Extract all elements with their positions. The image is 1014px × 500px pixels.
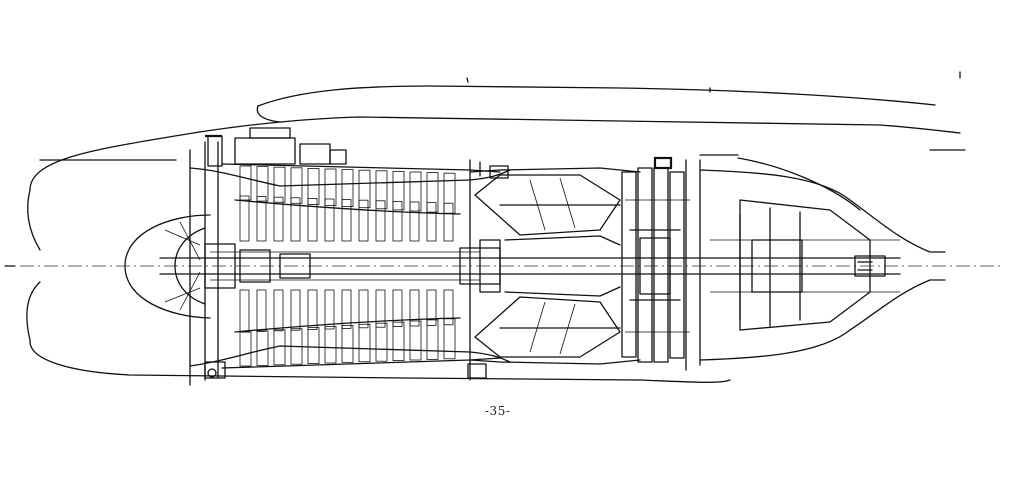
compressor-blade-lower [273, 289, 284, 332]
compressor-blade-upper [358, 199, 369, 242]
compressor-blade-upper [324, 198, 335, 242]
compressor-vane-lower [341, 324, 354, 363]
compressor-blade-lower [375, 289, 386, 328]
compressor-blade-upper [239, 195, 250, 242]
compressor-stages-lower [239, 289, 456, 367]
compressor-blade-upper [375, 200, 386, 242]
compressor-vane-upper [307, 167, 320, 205]
compressor-vane-upper [409, 171, 422, 212]
compressor-vane-upper [392, 170, 405, 211]
compressor-blade-upper [256, 196, 267, 242]
compressor-blade-upper [341, 199, 352, 242]
compressor-blade-lower [409, 289, 420, 327]
compressor-blade-lower [290, 289, 301, 331]
compressor-blade-lower [426, 289, 437, 326]
compressor-vane-lower [375, 322, 388, 362]
compressor-blade-upper [443, 202, 454, 242]
compressor-blade-upper [273, 196, 284, 242]
outer-nacelle [26, 85, 966, 383]
compressor-vane-lower [392, 321, 405, 362]
turbine-section [621, 156, 701, 371]
compressor-stages-upper [239, 165, 456, 242]
inner-duct [189, 141, 511, 386]
compressor-vane-upper [273, 166, 286, 203]
compressor-blade-upper [392, 200, 403, 242]
intake-spinner [124, 214, 211, 319]
compressor-vane-lower [358, 323, 371, 363]
compressor-vane-lower [239, 331, 252, 367]
compressor-vane-lower [324, 326, 337, 364]
compressor-vane-lower [256, 330, 269, 366]
compressor-vane-upper [426, 172, 439, 213]
compressor-blade-lower [358, 289, 369, 329]
page-number: -35- [485, 404, 511, 418]
compressor-vane-lower [290, 328, 303, 365]
main-shaft [159, 239, 901, 293]
compressor-vane-upper [290, 167, 303, 204]
compressor-blade-lower [256, 289, 267, 332]
compressor-vane-upper [239, 165, 252, 201]
compressor-blade-upper [426, 202, 437, 242]
registration-marks [4, 71, 961, 267]
compressor-vane-lower [307, 327, 320, 365]
compressor-vane-lower [273, 329, 286, 366]
compressor-vane-lower [409, 320, 422, 361]
compressor-vane-upper [443, 172, 456, 214]
compressor-vane-upper [341, 169, 354, 208]
compressor-blade-upper [409, 201, 420, 242]
compressor-vane-upper [324, 168, 337, 206]
compressor-blade-lower [341, 289, 352, 329]
front-frame [204, 127, 347, 379]
combustion-chambers [467, 159, 641, 381]
compressor-vane-upper [375, 170, 388, 210]
compressor-blade-lower [307, 289, 318, 330]
compressor-blade-lower [324, 289, 335, 330]
compressor-vane-lower [443, 318, 456, 360]
compressor-vane-upper [256, 166, 269, 202]
compressor-blade-upper [290, 197, 301, 242]
compressor-blade-lower [443, 289, 454, 326]
exhaust-cone [699, 154, 946, 361]
compressor-blade-lower [239, 289, 250, 333]
compressor-blade-upper [307, 197, 318, 242]
compressor-blade-lower [392, 289, 403, 327]
compressor-vane-lower [426, 319, 439, 360]
compressor-vane-upper [358, 169, 371, 209]
